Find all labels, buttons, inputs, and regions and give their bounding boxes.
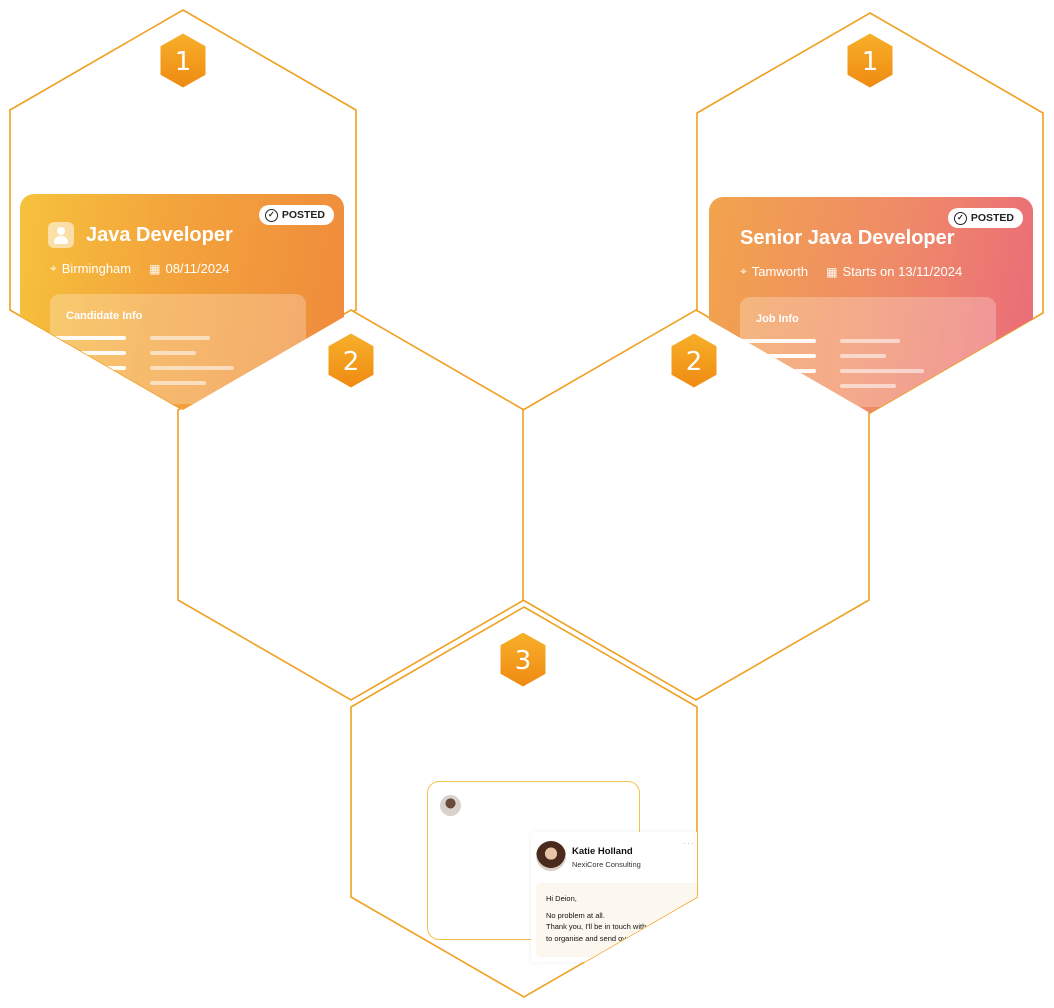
- placeholder-line: [150, 336, 210, 340]
- location-pin-icon: ⌖: [740, 264, 747, 278]
- placeholder-line: [840, 384, 896, 388]
- status-badge: ✓ POSTED: [947, 208, 1023, 228]
- check-icon: ✓: [264, 208, 278, 222]
- message-greeting: Hi Deion,: [546, 894, 577, 903]
- section-title: Candidate Info: [66, 310, 143, 322]
- card-meta: ⌖ Tamworth ▦ Starts on 13/11/2024: [740, 264, 962, 279]
- section-title: Job Info: [756, 313, 799, 325]
- placeholder-line: [740, 354, 816, 358]
- message-line: to organise and send over: [546, 934, 633, 943]
- placeholder-line: [50, 351, 126, 355]
- placeholder-line: [150, 366, 234, 370]
- calendar-icon: ▦: [826, 264, 838, 279]
- check-icon: ✓: [953, 211, 967, 225]
- placeholder-line: [840, 369, 924, 373]
- date: 08/11/2024: [165, 261, 230, 276]
- avatar: [536, 841, 566, 871]
- calendar-icon: ▦: [149, 261, 161, 276]
- card-meta: ⌖ Birmingham ▦ 08/11/2024: [50, 261, 230, 276]
- placeholder-line: [150, 381, 206, 385]
- start-date: Starts on 13/11/2024: [842, 264, 963, 279]
- placeholder-line: [840, 354, 886, 358]
- status-label: POSTED: [970, 212, 1014, 224]
- sender-company: NexiCore Consulting: [572, 860, 641, 869]
- placeholder-line: [740, 339, 816, 343]
- more-icon[interactable]: ···: [683, 838, 695, 848]
- placeholder-line: [50, 336, 126, 340]
- placeholder-line: [150, 351, 196, 355]
- status-label: POSTED: [281, 209, 325, 221]
- sender-name: Katie Holland: [572, 846, 633, 857]
- person-icon: [48, 222, 74, 248]
- avatar: [440, 795, 461, 816]
- card-title: Senior Java Developer: [740, 227, 955, 249]
- status-badge: ✓ POSTED: [258, 205, 334, 225]
- message-line: Thank you, I'll be in touch with: [546, 922, 647, 931]
- message-line: No problem at all.: [546, 911, 605, 920]
- location: Tamworth: [751, 264, 809, 279]
- location-pin-icon: ⌖: [50, 261, 57, 275]
- location: Birmingham: [61, 261, 132, 276]
- card-title: Java Developer: [86, 224, 233, 246]
- placeholder-line: [840, 339, 900, 343]
